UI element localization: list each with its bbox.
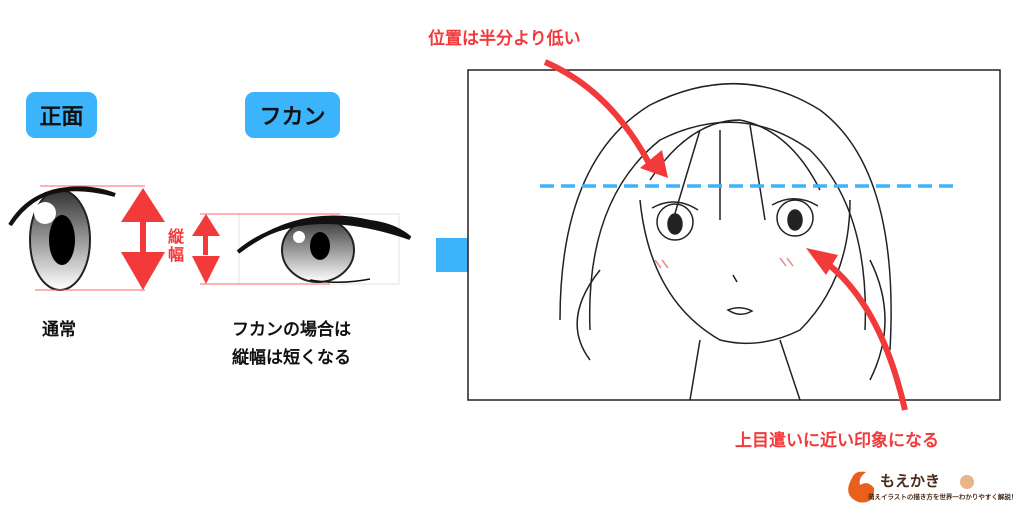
impression-note: 上目遣いに近い印象になる	[735, 431, 939, 451]
normal-height-arrow	[121, 188, 165, 290]
high-angle-caption-line-1: フカンの場合は	[232, 320, 351, 340]
moekaki-logo: もえかき	[880, 470, 940, 491]
position-note-arrow	[543, 59, 668, 178]
moekaki-logo-icon	[848, 471, 974, 503]
normal-eye-illustration	[8, 185, 145, 291]
position-note: 位置は半分より低い	[428, 29, 581, 49]
high-angle-badge: フカン	[245, 92, 340, 138]
front-badge: 正面	[26, 92, 97, 138]
normal-caption: 通常	[42, 320, 76, 340]
high-angle-eye-illustration	[200, 213, 412, 285]
high-angle-height-arrow	[192, 214, 220, 284]
character-sketch-frame	[467, 69, 1001, 401]
logo-title: もえかき	[880, 472, 941, 490]
character-sketch	[559, 83, 892, 401]
logo-tagline: 萌えイラストの描き方を世界一わかりやすく解説！	[868, 493, 1018, 501]
high-angle-caption-line-2: 縦幅は短くなる	[232, 348, 351, 368]
impression-note-arrow	[806, 248, 908, 411]
vertical-width-label: 縦幅	[168, 227, 185, 264]
